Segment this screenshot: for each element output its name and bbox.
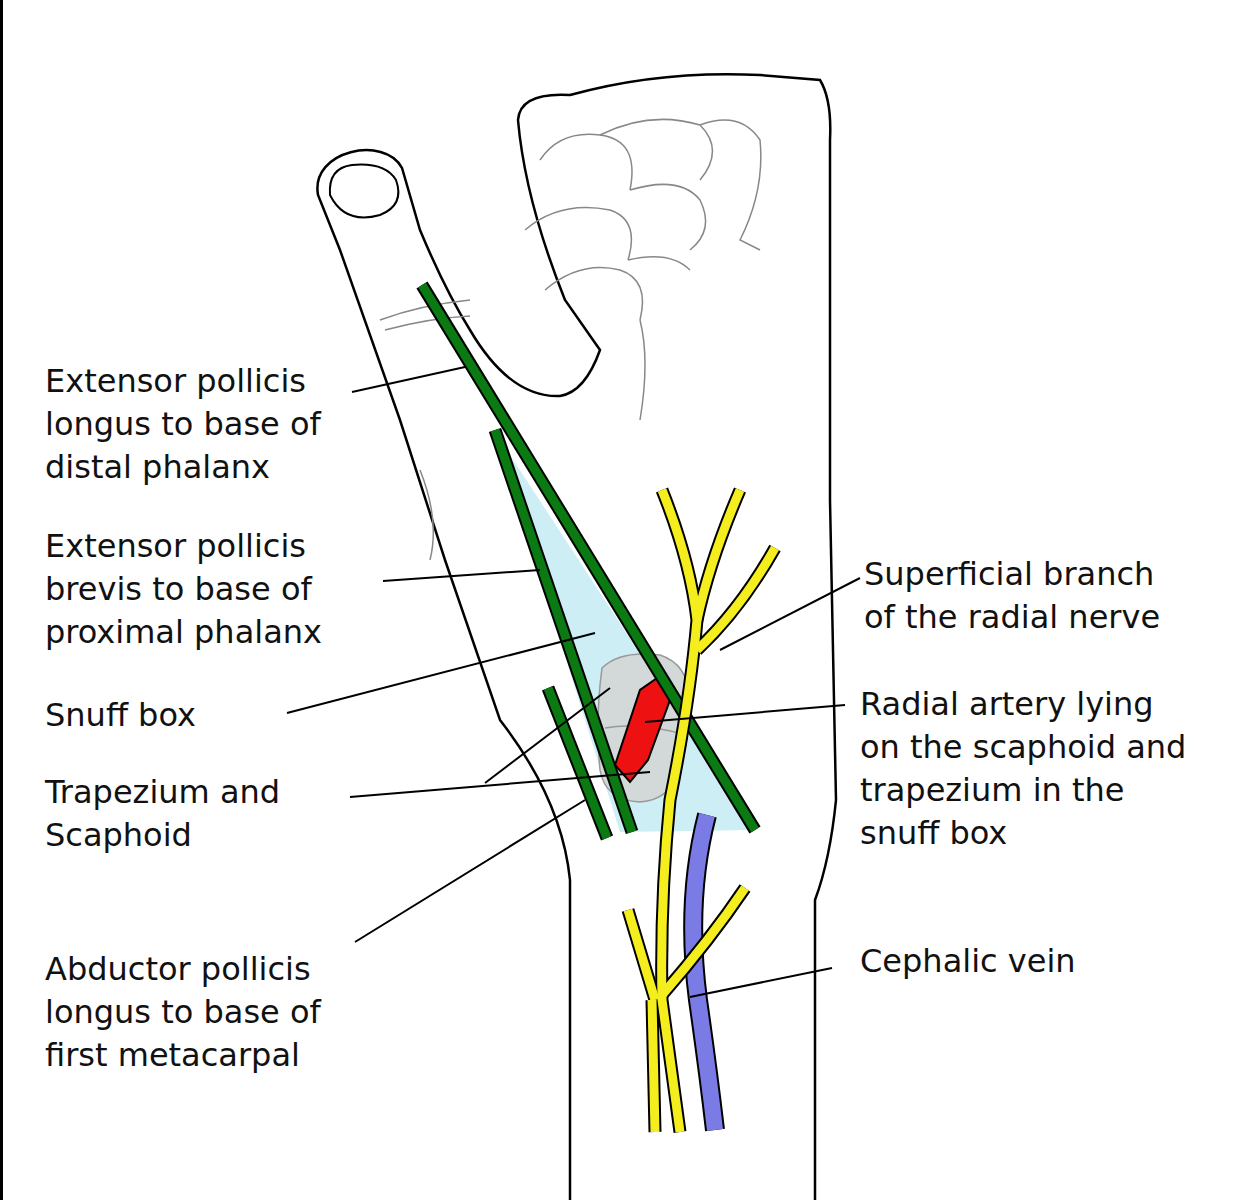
- nerve-trunk: [662, 490, 697, 1132]
- finger-line: [545, 268, 643, 321]
- thenar-crease: [420, 470, 433, 560]
- radial-nerve: [628, 490, 775, 1132]
- finger-line: [540, 134, 632, 190]
- finger-line: [628, 257, 690, 270]
- part-label: Extensor pollicis longus to base of dist…: [45, 360, 345, 489]
- finger-details: [380, 119, 761, 560]
- epb-tendon: [495, 430, 632, 832]
- part-label: Trapezium and Scaphoid: [45, 771, 345, 857]
- part-label: Abductor pollicis longus to base of firs…: [45, 948, 345, 1077]
- part-label: Snuff box: [45, 694, 345, 737]
- nerve-strand: [652, 1000, 655, 1132]
- part-label: Radial artery lying on the scaphoid and …: [860, 683, 1195, 855]
- part-label: Superficial branch of the radial nerve: [864, 553, 1179, 639]
- leader-line: [485, 688, 610, 783]
- leader-line: [690, 968, 832, 997]
- nerve-trunk: [662, 490, 697, 1132]
- leader-lines: [287, 367, 860, 997]
- nerve-branch: [697, 548, 775, 650]
- leader-line: [383, 570, 540, 581]
- tendon-outline: [422, 285, 755, 830]
- finger-line: [630, 184, 706, 250]
- tendon-outline: [548, 688, 607, 838]
- part-label: Cephalic vein: [860, 940, 1190, 983]
- tendon-outline: [495, 430, 632, 832]
- nerve-outline: [628, 490, 775, 1132]
- nerve-branch: [628, 910, 655, 1000]
- epl-tendon: [422, 285, 755, 830]
- nerve-branch: [662, 888, 745, 995]
- thumb-nail: [330, 165, 399, 218]
- nerve-branch: [697, 490, 740, 620]
- leader-line: [645, 705, 845, 722]
- vein-outline: [693, 815, 715, 1130]
- nerve-branch: [628, 910, 655, 1000]
- nerve-fill: [628, 490, 775, 1132]
- finger-line: [640, 320, 645, 420]
- nerve-strand: [652, 1000, 655, 1132]
- apl-tendon: [548, 688, 607, 838]
- leader-line: [287, 633, 595, 713]
- leader-line: [352, 367, 465, 392]
- part-label: Extensor pollicis brevis to base of prox…: [45, 525, 345, 654]
- leader-line: [355, 800, 585, 942]
- radial-artery: [615, 676, 670, 782]
- leader-line: [720, 578, 860, 650]
- leader-line: [350, 772, 650, 797]
- tendons: [422, 285, 755, 838]
- finger-line: [600, 119, 713, 180]
- cephalic-vein: [693, 815, 715, 1130]
- finger-line: [700, 120, 761, 250]
- finger-line: [525, 208, 631, 261]
- nerve-branch: [662, 888, 745, 995]
- frame-edge: [0, 0, 3, 1200]
- thumb-crease: [385, 316, 470, 330]
